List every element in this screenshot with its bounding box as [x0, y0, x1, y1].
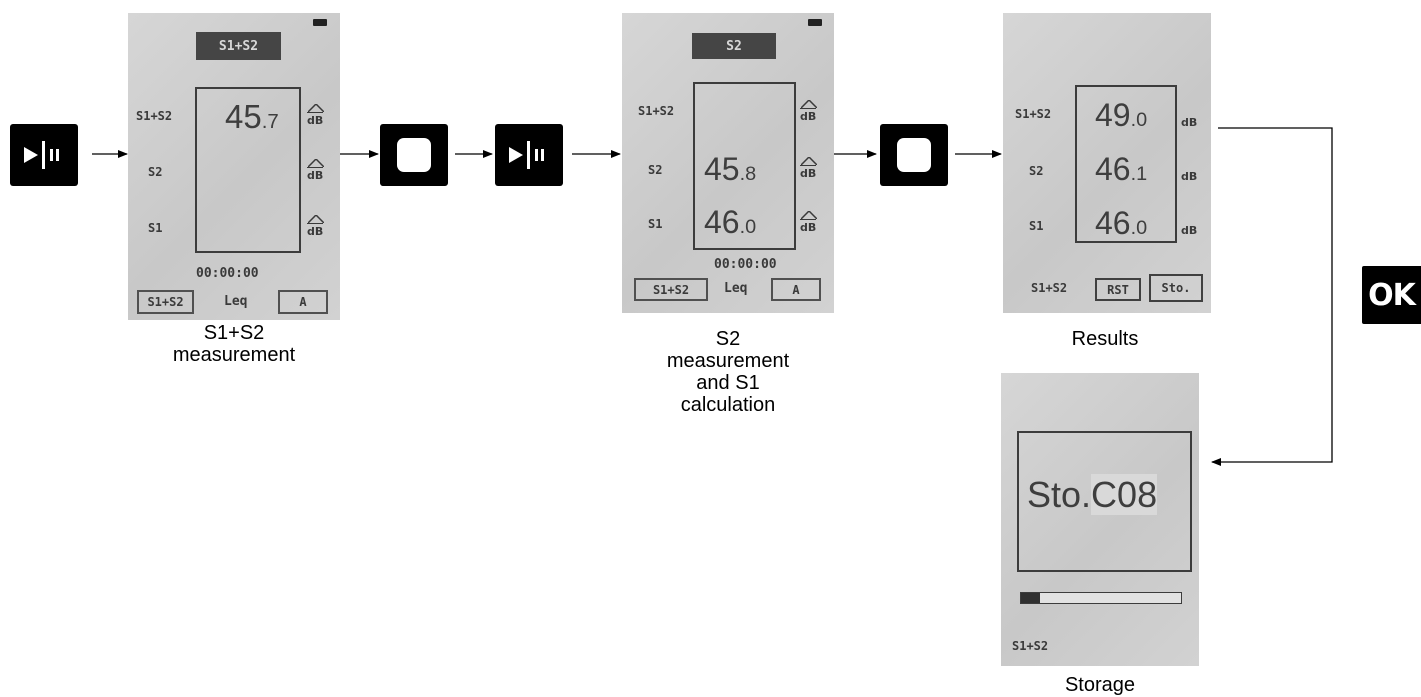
screen-s1s2-measurement: S1+S2 S1+S2 S2 S1 45.7 dB dB dB 00:00:00… [128, 13, 340, 320]
row-label-s2: S2 [1029, 164, 1044, 178]
bottom-weighting-button[interactable]: A [278, 290, 328, 314]
value-frame [1075, 85, 1177, 243]
ok-button-label: OK [1368, 277, 1416, 313]
screen-storage: Sto.C08 S1+S2 [1001, 373, 1199, 666]
header-mode: S1+S2 [196, 32, 281, 60]
db-up-icon: dB [799, 100, 819, 124]
screen-results: S1+S2 S2 S1 49.0 46.1 46.0 dB dB dB S1+S… [1003, 13, 1211, 313]
value-frame [693, 82, 796, 250]
row-label-s1: S1 [648, 217, 663, 231]
play-pause-icon [509, 141, 544, 169]
play-pause-button[interactable] [10, 124, 78, 186]
value-s1: 46.0 [704, 204, 757, 240]
db-up-icon: dB [799, 211, 819, 235]
storage-footer-label: S1+S2 [1012, 639, 1049, 653]
ok-button[interactable]: OK [1362, 266, 1421, 324]
unit-label: dB [1181, 170, 1198, 183]
value-s1s2: 45.7 [225, 98, 279, 135]
battery-icon [313, 19, 327, 26]
bottom-weighting-button[interactable]: A [771, 278, 821, 301]
header-mode-label: S1+S2 [218, 38, 259, 54]
storage-frame [1017, 431, 1192, 572]
timer: 00:00:00 [196, 266, 259, 281]
stop-button[interactable] [880, 124, 948, 186]
row-label-s1s2: S1+S2 [638, 104, 675, 118]
stop-button[interactable] [380, 124, 448, 186]
storage-progress-fill [1021, 593, 1041, 603]
ok-connector [1211, 127, 1333, 466]
bottom-mode-button[interactable]: S1+S2 [634, 278, 708, 301]
bottom-leq-label: Leq [724, 281, 748, 296]
unit-label: dB [1181, 116, 1198, 129]
bottom-mode-label: S1+S2 [1031, 281, 1068, 295]
bottom-leq-label: Leq [224, 294, 248, 309]
screen-s2-measurement: S2 S1+S2 S2 S1 45.8 46.0 dB dB dB 00:00:… [622, 13, 834, 313]
header-mode-label: S2 [726, 38, 742, 54]
bottom-mode-button[interactable]: S1+S2 [137, 290, 194, 314]
row-label-s1s2: S1+S2 [1015, 107, 1052, 121]
result-value-s1s2: 49.0 [1095, 97, 1148, 133]
caption-storage: Storage [1064, 674, 1136, 696]
play-pause-button[interactable] [495, 124, 563, 186]
stop-icon [397, 138, 431, 172]
caption-results: Results [1071, 328, 1139, 350]
storage-progress-bar [1020, 592, 1182, 604]
db-up-icon: dB [799, 157, 819, 181]
unit-label: dB [1181, 224, 1198, 237]
db-up-icon: dB [306, 215, 326, 239]
storage-slot: Sto.C08 [1027, 474, 1158, 515]
result-value-s1: 46.0 [1095, 205, 1148, 241]
result-value-s2: 46.1 [1095, 151, 1148, 187]
stop-icon [897, 138, 931, 172]
value-s2: 45.8 [704, 151, 757, 187]
row-label-s1s2: S1+S2 [136, 109, 173, 123]
row-label-s2: S2 [148, 165, 163, 179]
value-frame [195, 87, 301, 253]
reset-button[interactable]: RST [1095, 278, 1141, 301]
header-mode: S2 [692, 33, 776, 59]
db-up-icon: dB [306, 104, 326, 128]
row-label-s1: S1 [1029, 219, 1044, 233]
store-button[interactable]: Sto. [1149, 274, 1203, 302]
row-label-s1: S1 [148, 221, 163, 235]
timer: 00:00:00 [714, 257, 777, 272]
row-label-s2: S2 [648, 163, 663, 177]
battery-icon [808, 19, 822, 26]
play-pause-icon [24, 141, 59, 169]
db-up-icon: dB [306, 159, 326, 183]
